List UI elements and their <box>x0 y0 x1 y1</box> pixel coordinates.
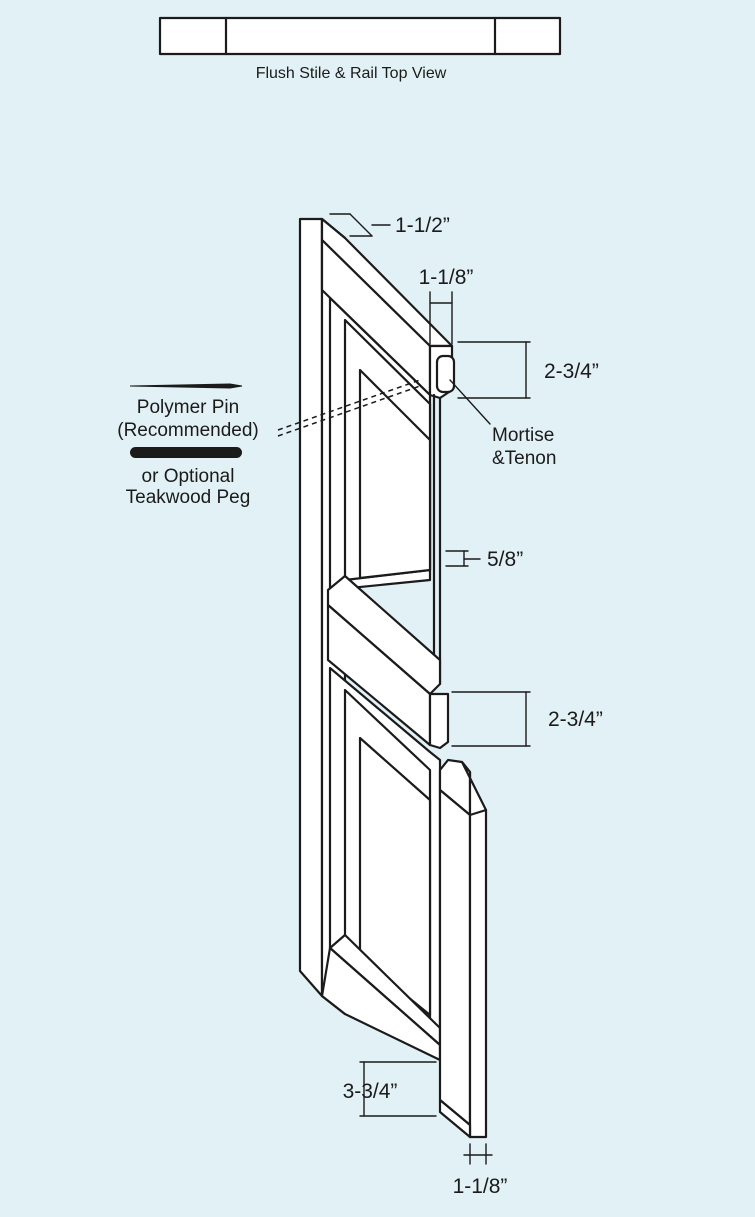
right-stile-bevel-line <box>468 808 488 817</box>
peg-label-line1: or Optional <box>142 466 235 487</box>
left-stile-edge <box>298 217 324 998</box>
dimension-mid-rail-height: 2-3/4” <box>451 691 603 747</box>
dimension-bottom-rail-height: 3-3/4” <box>343 1061 437 1117</box>
dim-bottom-depth: 1-1/8” <box>453 1175 508 1198</box>
dim-top-rail-height: 2-3/4” <box>544 360 599 383</box>
shutter-body <box>298 217 488 1139</box>
dim-rail-depth: 1-1/8” <box>419 266 474 289</box>
pin-leader-line-2 <box>277 385 421 437</box>
dimension-rail-depth: 1-1/8” <box>419 266 474 345</box>
top-view-outline <box>158 16 562 56</box>
pin-label-line1: Polymer Pin <box>137 397 239 418</box>
top-view-caption: Flush Stile & Rail Top View <box>256 65 447 82</box>
peg-label-line2: Teakwood Peg <box>126 487 251 508</box>
teakwood-peg-icon <box>130 447 242 458</box>
right-stile-face <box>460 760 488 1139</box>
mortise-label-line1: Mortise <box>492 425 554 446</box>
pin-legend: Polymer Pin (Recommended) or Optional Te… <box>117 379 421 508</box>
dimension-top-rail-height: 2-3/4” <box>457 341 599 399</box>
mortise-callout: Mortise &Tenon <box>449 379 556 469</box>
bottom-rail-face <box>320 946 442 1062</box>
right-stile-side <box>438 788 472 1127</box>
mortise-label-line2: &Tenon <box>492 448 556 469</box>
polymer-pin-icon <box>129 383 243 389</box>
upper-panel-field <box>358 368 432 580</box>
dim-top-thickness: 1-1/2” <box>395 214 450 237</box>
mortise-slot-top <box>435 354 456 394</box>
dim-bottom-rail-height: 3-3/4” <box>343 1080 398 1103</box>
pin-leader-line-1 <box>277 379 421 431</box>
dimension-bottom-depth: 1-1/8” <box>453 1143 508 1198</box>
top-view: Flush Stile & Rail Top View <box>158 16 562 82</box>
lower-panel-field <box>358 736 432 1017</box>
dimension-top-thickness: 1-1/2” <box>329 213 450 237</box>
dim-panel-gap: 5/8” <box>487 548 523 571</box>
dim-mid-rail-height: 2-3/4” <box>548 708 603 731</box>
mid-rail-end <box>428 692 450 750</box>
pin-label-line2: (Recommended) <box>117 420 259 441</box>
right-stile-bottom <box>438 1098 472 1139</box>
dimension-panel-gap: 5/8” <box>445 548 523 571</box>
